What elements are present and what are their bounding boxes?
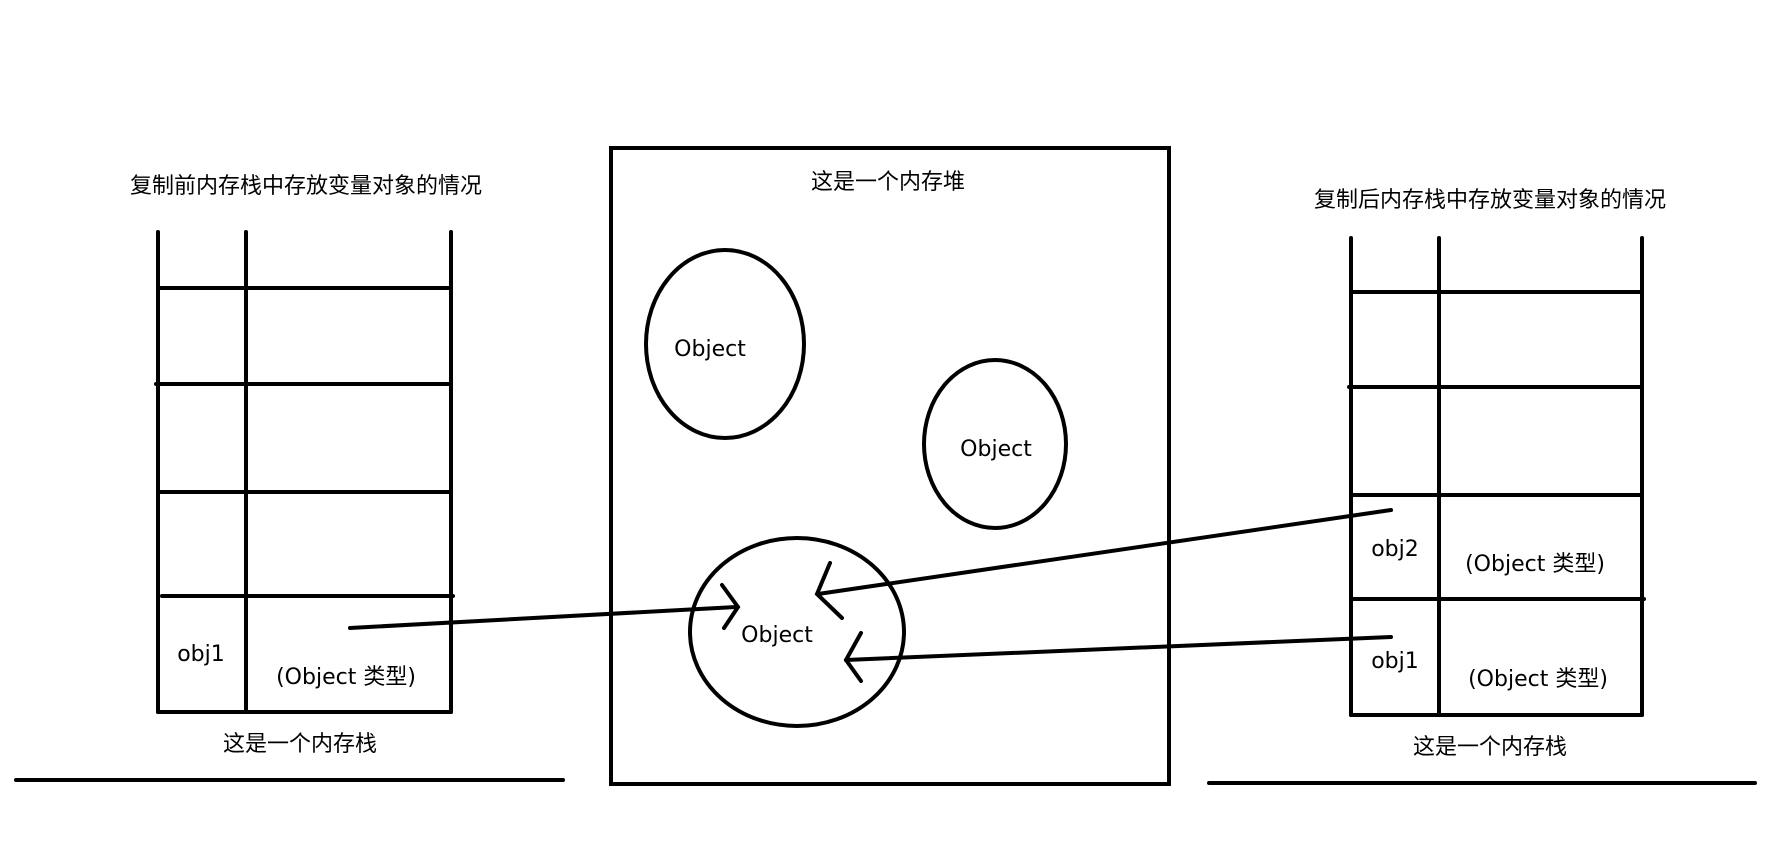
heap-object-shared-label: Object: [741, 623, 813, 648]
left-stack-frame: [154, 230, 455, 714]
left-stack-caption: 这是一个内存栈: [223, 732, 377, 757]
heap-frame: [609, 146, 1171, 786]
right-stack-value-obj1: (Object 类型): [1468, 667, 1608, 692]
left-stack-value-obj1: (Object 类型): [276, 665, 416, 690]
left-stack-title: 复制前内存栈中存放变量对象的情况: [130, 174, 482, 199]
arrow-left-obj1-to-object: [348, 583, 741, 630]
right-stack-title: 复制后内存栈中存放变量对象的情况: [1314, 188, 1666, 213]
arrow-right-obj2-to-object: [814, 508, 1393, 620]
heap-object-1: [644, 248, 806, 440]
left-stack: 复制前内存栈中存放变量对象的情况 obj1 (Object 类型) 这是一个内存…: [14, 174, 565, 782]
heap-object-1-label: Object: [674, 337, 746, 362]
heap-object-shared: [688, 536, 906, 728]
right-stack-frame: [1347, 236, 1646, 717]
heap: 这是一个内存堆 Object Object Object: [609, 146, 1171, 786]
right-stack-var-obj2: obj2: [1371, 537, 1419, 562]
reference-arrows: [348, 508, 1393, 683]
heap-object-2-label: Object: [960, 437, 1032, 462]
right-stack-caption: 这是一个内存栈: [1413, 735, 1567, 760]
left-stack-var-obj1: obj1: [177, 642, 225, 667]
heap-object-2: [922, 358, 1068, 530]
arrow-right-obj1-to-object: [843, 631, 1393, 683]
right-stack-var-obj1: obj1: [1371, 649, 1419, 674]
right-stack: 复制后内存栈中存放变量对象的情况 obj2 (Object 类型) obj1 (…: [1207, 188, 1757, 785]
heap-title: 这是一个内存堆: [811, 170, 965, 195]
right-stack-value-obj2: (Object 类型): [1465, 552, 1605, 577]
